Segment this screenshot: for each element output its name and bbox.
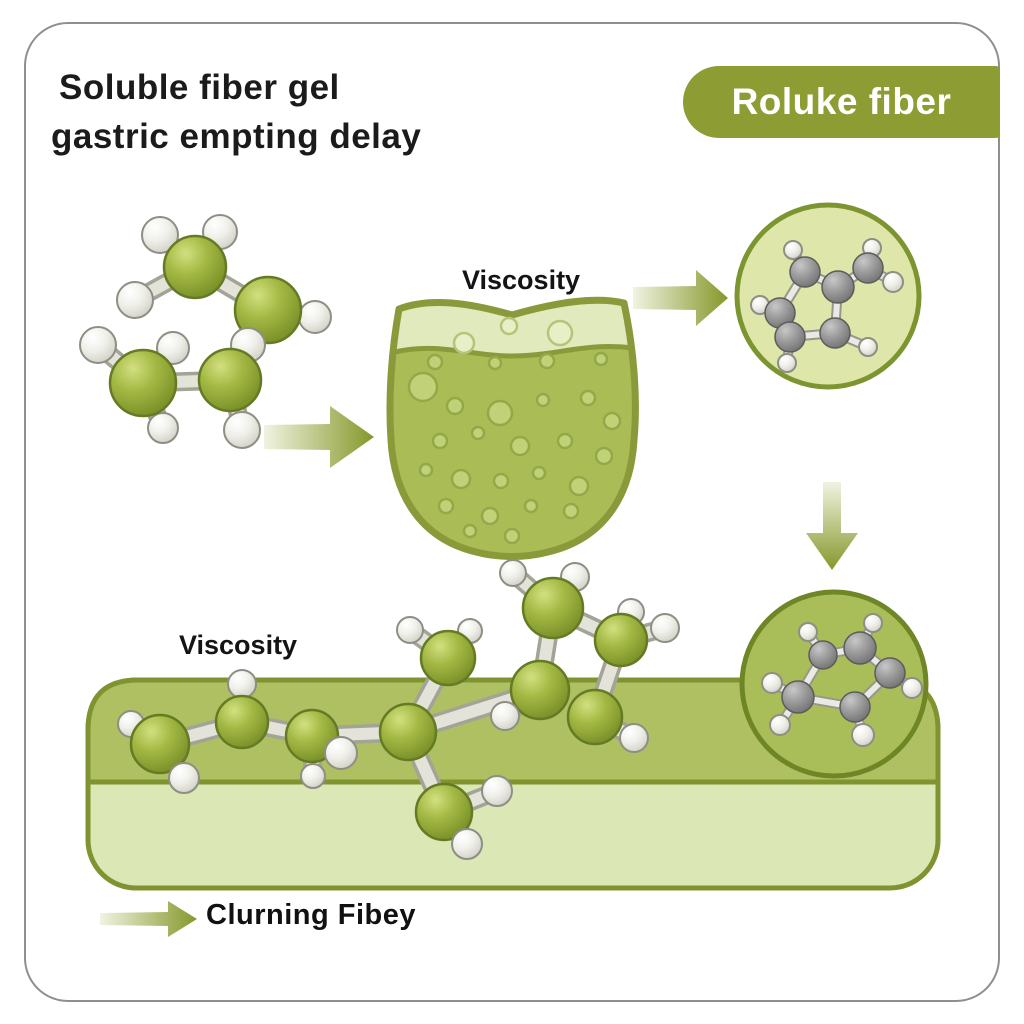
hydrogen-atom [141,216,179,254]
carbon-atom [378,702,438,762]
caption-label: Clurning Fibey [206,899,416,931]
hydrogen-atom [156,331,190,365]
hydrogen-atom [116,281,154,319]
fiber-badge-label: Roluke fiber [731,81,952,122]
down-arrow-icon [806,482,858,570]
right-arrow-icon [264,406,374,468]
carbon-atom [197,347,263,413]
carbon-atom [593,612,649,668]
liquid-surface-line [394,344,634,359]
carbon-atom [509,659,571,721]
hydrogen-atom [298,300,332,334]
carbon-atom [419,629,477,687]
fiber-badge: Roluke fiber [683,66,1000,138]
viscosity-label-gel: Viscosity [179,630,298,660]
carbon-atom [566,688,624,746]
soluble-fiber-molecule [79,214,332,449]
gel-bubbles [407,316,622,545]
carbon-atom [521,576,585,640]
gray-molecule [750,238,904,373]
hydrogen-atom [79,326,117,364]
carbon-atom [162,234,228,300]
gray-molecule [761,613,923,747]
magnified-fiber-circle-bottom [739,589,929,779]
viscosity-label-beaker: Viscosity [462,265,581,295]
carbon-atom [129,713,191,775]
magnified-fiber-circle-top [734,202,922,390]
page-title-line1: Soluble fiber gel [59,68,340,107]
page-title-line2: gastric empting delay [51,117,422,156]
carbon-atom [233,275,303,345]
right-arrow-icon [633,270,728,326]
fiber-polymer-chain [117,559,680,860]
hydrogen-atom [147,412,179,444]
gel-beaker [386,296,639,560]
carbon-atom [108,348,178,418]
hydrogen-atom [223,411,261,449]
right-arrow-icon [100,901,197,937]
carbon-atom [414,782,474,842]
carbon-atom [214,694,270,750]
beaker-outline [386,296,639,560]
